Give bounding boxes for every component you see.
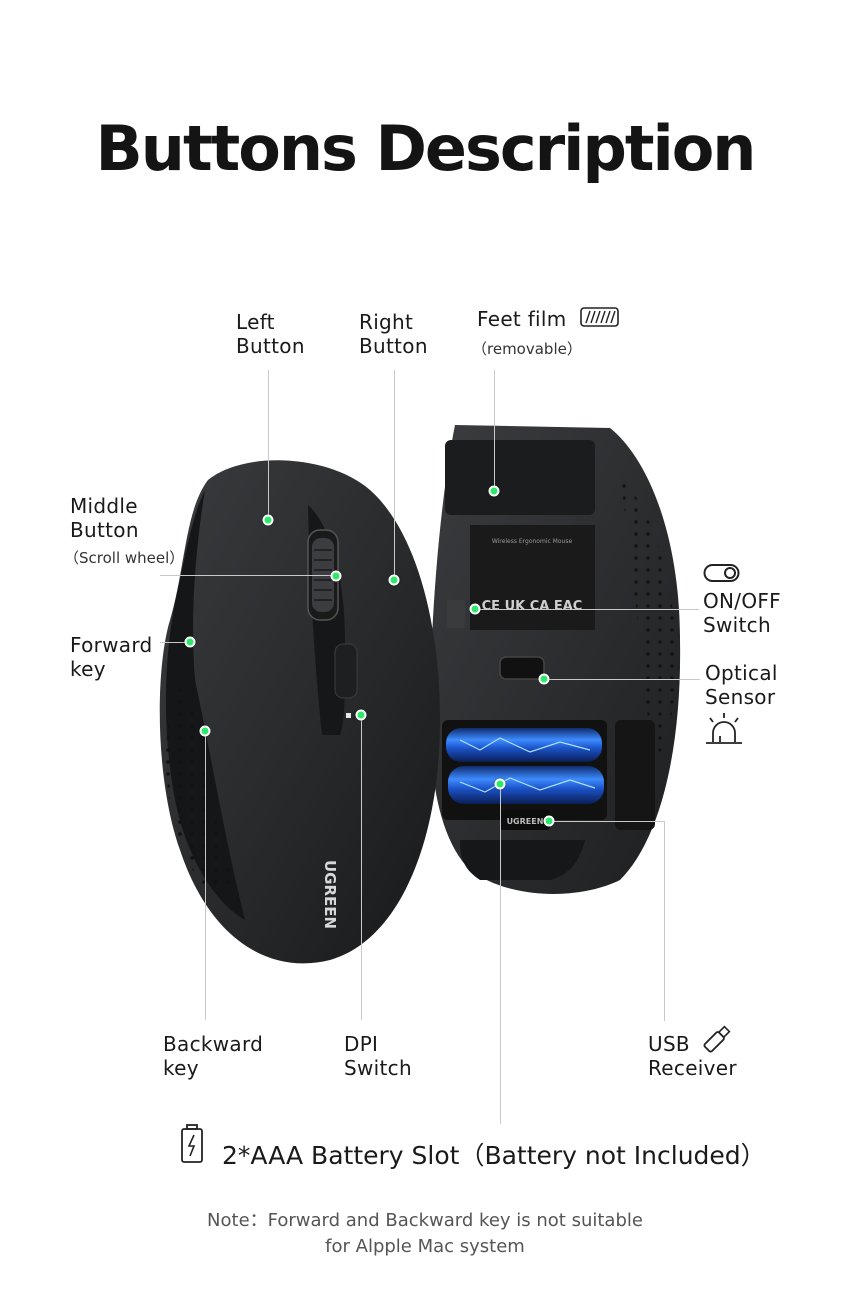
marker-feet-film: [488, 485, 500, 497]
middle-button-label: Middle Button: [70, 494, 139, 542]
marker-battery: [494, 778, 506, 790]
leader-line-usb-v: [664, 821, 665, 1021]
dpi-switch-label: DPI Switch: [344, 1032, 412, 1080]
marker-optical-sensor: [538, 673, 550, 685]
marker-usb-receiver: [543, 815, 555, 827]
mouse-top-view: UGREEN: [159, 460, 440, 964]
leader-line-middle-button: [160, 575, 336, 576]
leader-line-forward-key: [160, 642, 190, 643]
leader-line-left-button: [268, 370, 269, 520]
leader-line-usb-h: [549, 821, 664, 822]
sensor-light-icon: [706, 713, 742, 744]
leader-line-dpi-switch: [361, 715, 362, 1020]
right-button-label: Right Button: [359, 310, 428, 358]
battery-slot-label: 2*AAA Battery Slot（Battery not Included）: [222, 1141, 766, 1170]
left-button-label: Left Button: [236, 310, 305, 358]
marker-middle-button: [330, 570, 342, 582]
optical-sensor-label: Optical Sensor: [705, 661, 778, 709]
marker-forward-key: [184, 636, 196, 648]
leader-line-right-button: [394, 370, 395, 580]
usb-receiver-label: USB Receiver: [648, 1032, 737, 1080]
leader-line-feet-film: [494, 370, 495, 491]
usb-stick-icon: [703, 1025, 731, 1053]
film-pad-icon: [580, 307, 619, 327]
bottom-label-text: Wireless Ergonomic Mouse: [492, 538, 573, 545]
on-off-switch-label: ON/OFF Switch: [703, 589, 781, 637]
leader-line-battery: [500, 784, 501, 1124]
toggle-switch-icon: [703, 564, 740, 582]
leader-line-on-off: [475, 609, 699, 610]
page-title: Buttons Description: [95, 112, 757, 185]
mouse-illustration: Wireless Ergonomic Mouse CE UK CA EAC UG…: [159, 425, 681, 964]
marker-right-button: [388, 574, 400, 586]
marker-on-off: [469, 603, 481, 615]
leader-line-optical-sensor: [544, 679, 700, 680]
middle-button-sub-label: （Scroll wheel）: [64, 549, 185, 567]
compatibility-note: Note：Forward and Backward key is not sui…: [207, 1210, 643, 1257]
marker-dpi-switch: [355, 709, 367, 721]
marker-left-button: [262, 514, 274, 526]
mouse-brand: UGREEN: [321, 860, 339, 929]
forward-key-label: Forward key: [70, 633, 153, 681]
leader-line-backward-key: [205, 731, 206, 1020]
marker-backward-key: [199, 725, 211, 737]
certification-marks: CE UK CA EAC: [482, 599, 583, 614]
feet-film-sub-label: （removable）: [472, 340, 582, 358]
receiver-brand: UGREEN: [507, 817, 544, 826]
battery-icon: [181, 1124, 203, 1163]
feet-film-label: Feet film: [477, 307, 567, 331]
backward-key-label: Backward key: [163, 1032, 264, 1080]
mouse-bottom-view: Wireless Ergonomic Mouse CE UK CA EAC UG…: [430, 425, 681, 894]
